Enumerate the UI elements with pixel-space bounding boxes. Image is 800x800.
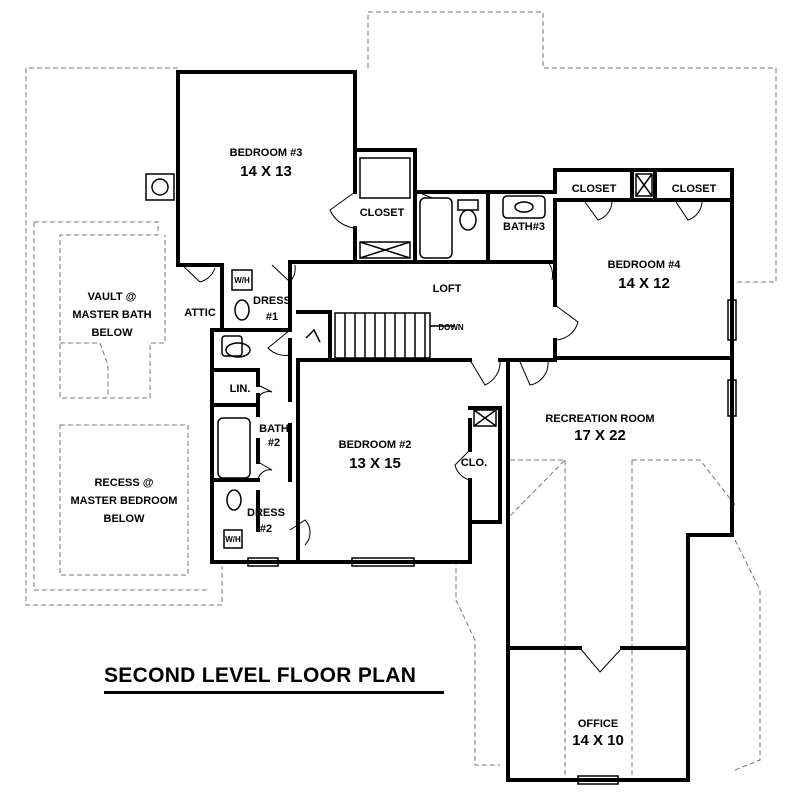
water-heater-label-2: W/H <box>225 535 241 544</box>
title-underline <box>104 691 444 694</box>
fixtures <box>145 157 653 549</box>
vault-label-line2: MASTER BATH <box>72 309 151 321</box>
recreation-name: RECREATION ROOM <box>545 413 654 425</box>
closet-right-label: CLOSET <box>672 183 717 195</box>
closet-b3-label: CLOSET <box>360 207 405 219</box>
bath3-label: BATH#3 <box>503 221 545 233</box>
office-name: OFFICE <box>578 718 618 730</box>
bedroom4-name: BEDROOM #4 <box>608 259 682 271</box>
dress1-label-line1: DRESS <box>253 295 291 307</box>
loft-label: LOFT <box>433 283 462 295</box>
recess-label-line3: BELOW <box>104 513 146 525</box>
vault-label-line1: VAULT @ <box>88 291 137 303</box>
bedroom4-size: 14 X 12 <box>618 275 670 292</box>
bedroom3-name: BEDROOM #3 <box>230 147 303 159</box>
recess-label-line1: RECESS @ <box>94 477 153 489</box>
clo-label: CLO. <box>461 457 487 469</box>
roof-outline-dashed <box>25 11 777 780</box>
bedroom2-size: 13 X 15 <box>349 455 401 472</box>
bedroom2-name: BEDROOM #2 <box>339 439 412 451</box>
bath2-label-line1: BATH <box>259 423 289 435</box>
walls <box>176 70 734 782</box>
windows <box>247 299 737 785</box>
recreation-size: 17 X 22 <box>574 427 626 444</box>
bedroom3-size: 14 X 13 <box>240 163 292 180</box>
office-size: 14 X 10 <box>572 732 624 749</box>
recess-label-line2: MASTER BEDROOM <box>71 495 178 507</box>
stairs <box>305 312 455 359</box>
plan-title: SECOND LEVEL FLOOR PLAN <box>104 664 417 687</box>
closet-left-label: CLOSET <box>572 183 617 195</box>
bath2-label-line2: #2 <box>268 437 280 449</box>
dress2-label-line2: #2 <box>260 523 272 535</box>
attic-label: ATTIC <box>184 307 216 319</box>
dress1-label-line2: #1 <box>266 311 278 323</box>
dress2-label-line1: DRESS <box>247 507 285 519</box>
vault-label-line3: BELOW <box>92 327 134 339</box>
stairs-down-label: DOWN <box>438 323 464 332</box>
doors <box>181 191 703 673</box>
water-heater-label-1: W/H <box>234 276 250 285</box>
linen-label: LIN. <box>230 383 251 395</box>
